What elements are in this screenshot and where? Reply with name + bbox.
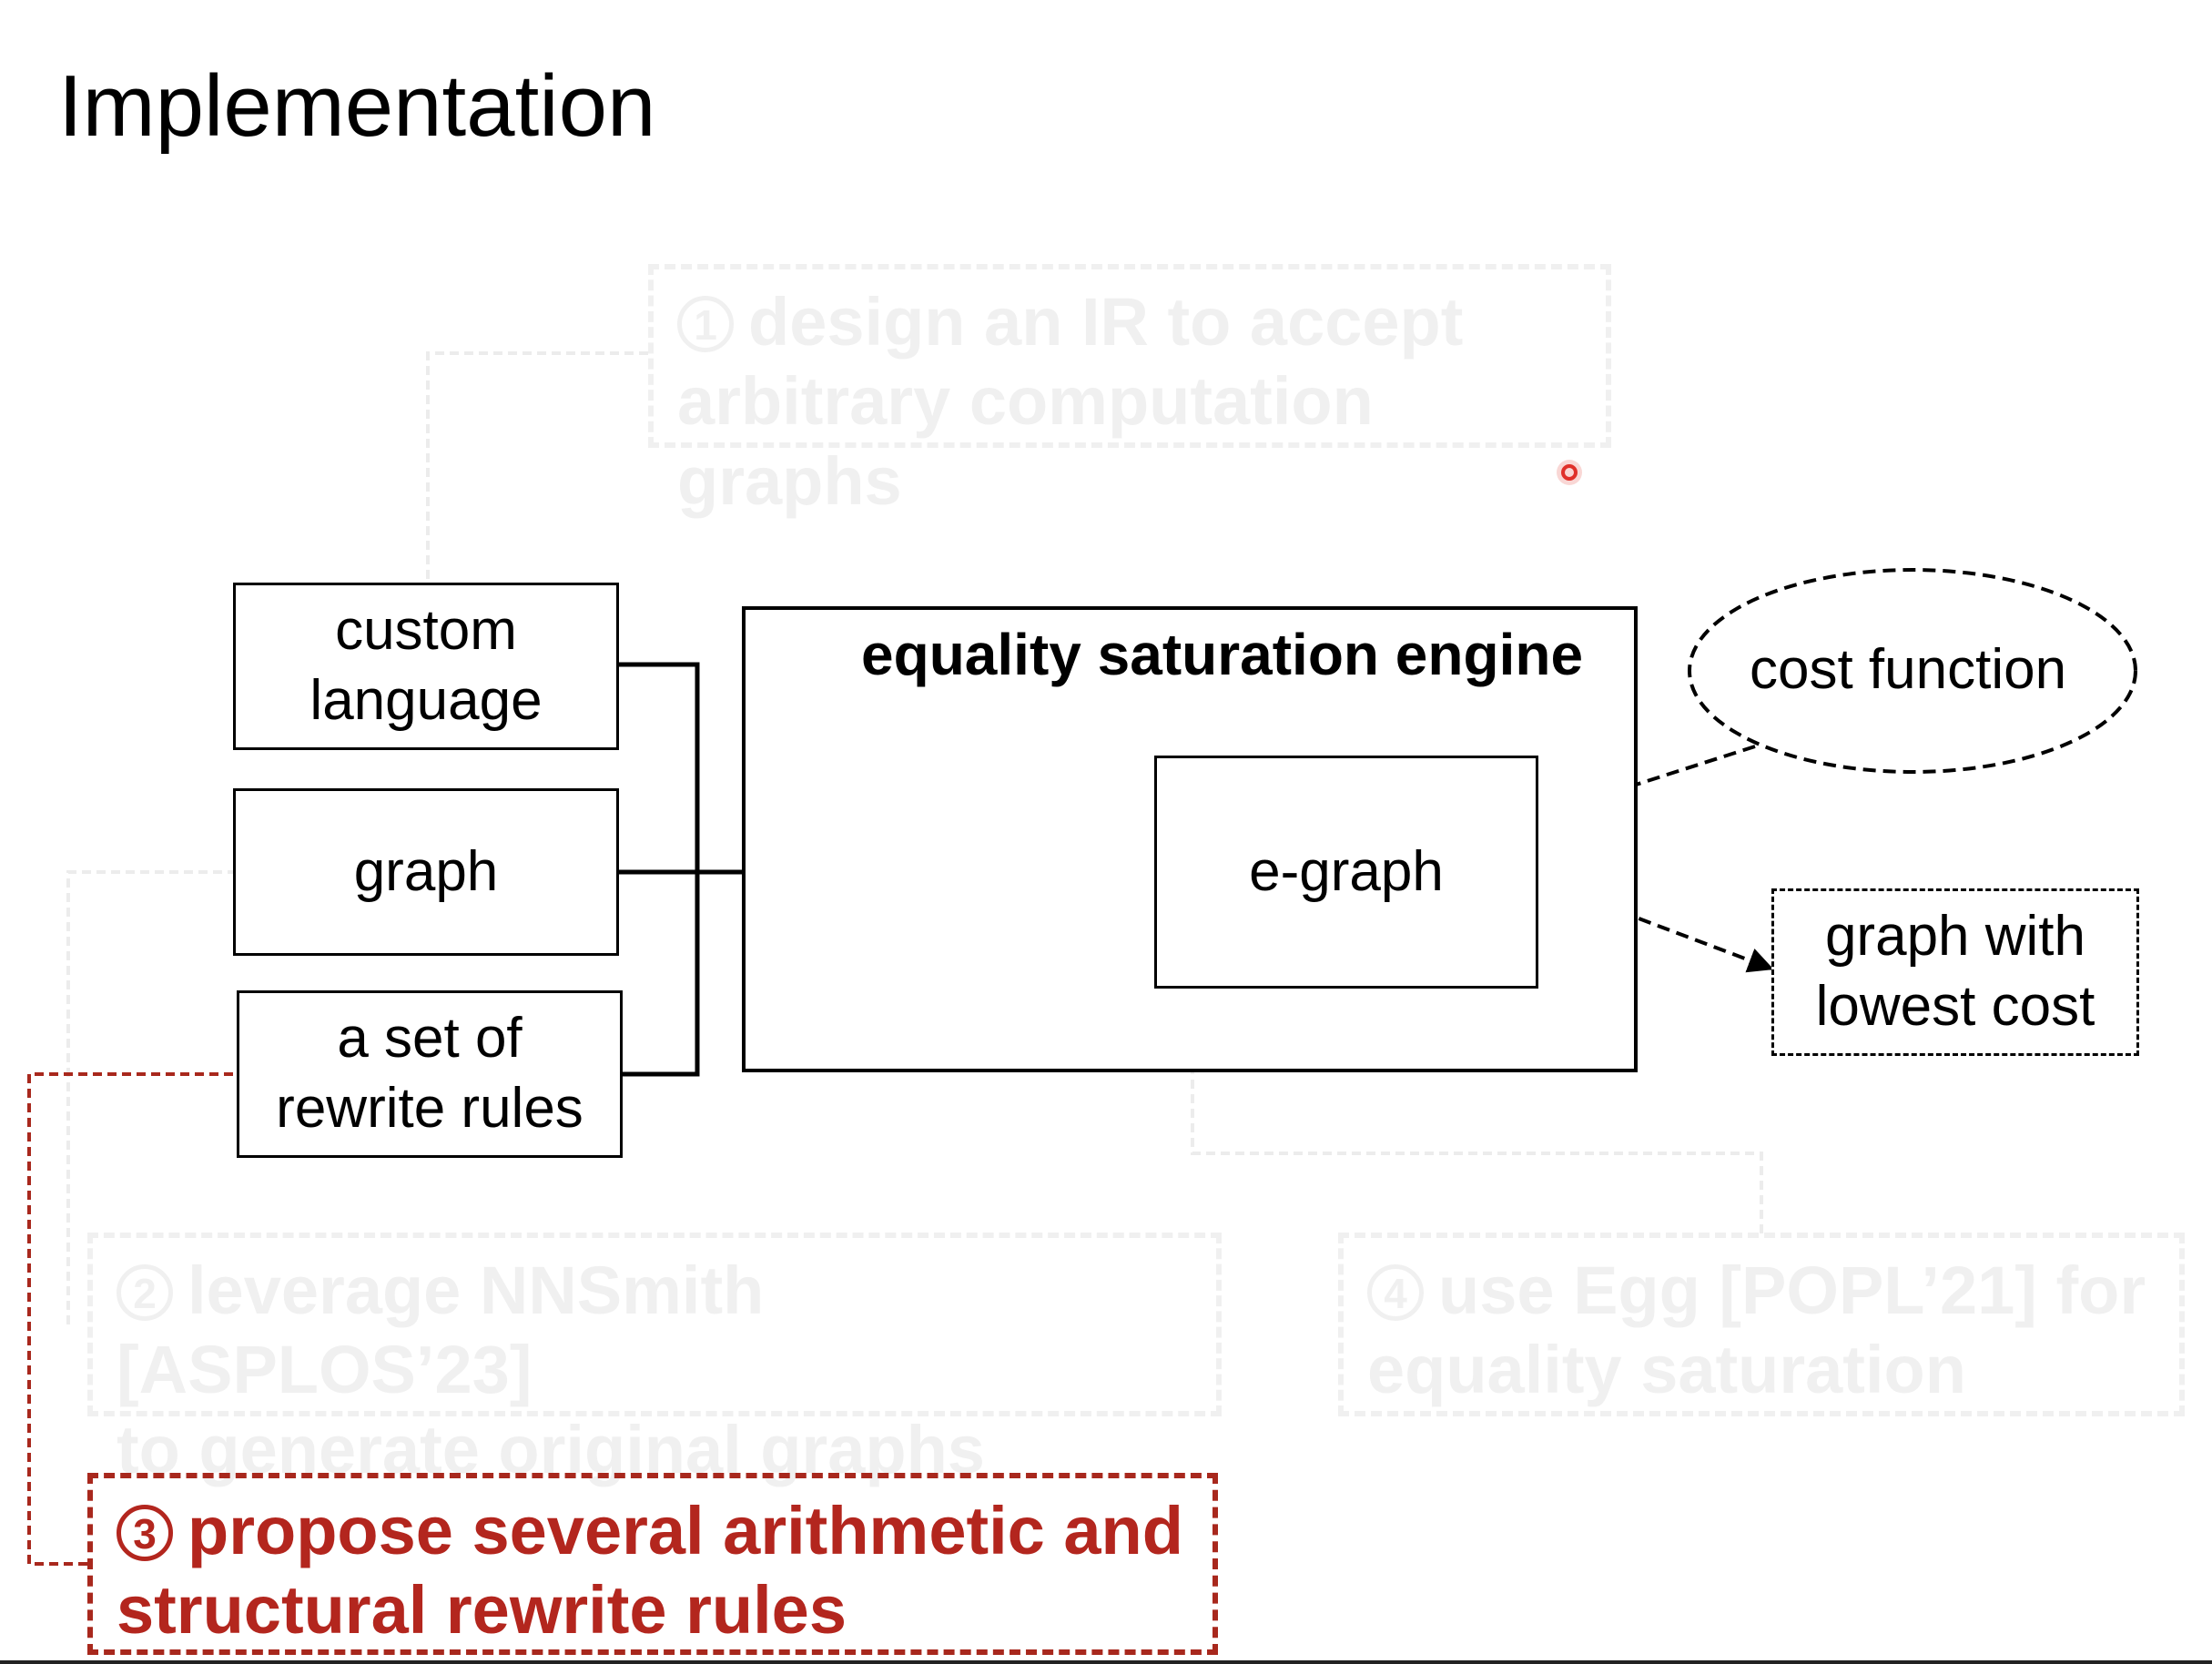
- graph-label: graph: [353, 839, 499, 903]
- note-2-number: 2: [117, 1264, 173, 1321]
- connector-note-3: [27, 1065, 255, 1566]
- egraph-box: e-graph: [1154, 756, 1538, 989]
- note-3-text: propose several arithmetic and structura…: [117, 1493, 1183, 1649]
- custom-language-label: custom language: [309, 599, 543, 732]
- input-bracket: [619, 662, 700, 1077]
- note-4-number: 4: [1367, 1264, 1424, 1321]
- note-1-text: design an IR to accept arbitrary computa…: [677, 284, 1464, 519]
- arrow-egraph-to-output: [1563, 888, 1774, 973]
- connector-note-2: [66, 870, 237, 1324]
- connector-note-4: [1191, 1065, 1763, 1233]
- custom-language-box: custom language: [233, 583, 619, 750]
- note-1-number: 1: [677, 296, 734, 352]
- output-graph-box: graph with lowest cost: [1771, 888, 2139, 1056]
- rewrite-rules-label: a set of rewrite rules: [276, 1007, 583, 1140]
- slide-bottom-border: [0, 1660, 2212, 1664]
- egraph-label: e-graph: [1249, 839, 1444, 903]
- faded-connectors: [66, 351, 1763, 1324]
- rewrite-rules-box: a set of rewrite rules: [237, 990, 623, 1158]
- laser-pointer-icon: [1557, 460, 1582, 485]
- note-4-text: use Egg [POPL’21] for equality saturatio…: [1367, 1253, 2146, 1408]
- note-3-number: 3: [117, 1505, 173, 1561]
- engine-title: equality saturation engine: [861, 622, 1584, 687]
- connector-note-1: [426, 351, 648, 583]
- graph-box: graph: [233, 788, 619, 956]
- slide-title: Implementation: [58, 57, 656, 155]
- cost-function-label: cost function: [1750, 638, 2067, 701]
- note-2-text: leverage NNSmith [ASPLOS’23] to generate…: [117, 1253, 985, 1487]
- cost-function-ellipse: [1688, 568, 2137, 774]
- output-graph-label: graph with lowest cost: [1815, 905, 2095, 1038]
